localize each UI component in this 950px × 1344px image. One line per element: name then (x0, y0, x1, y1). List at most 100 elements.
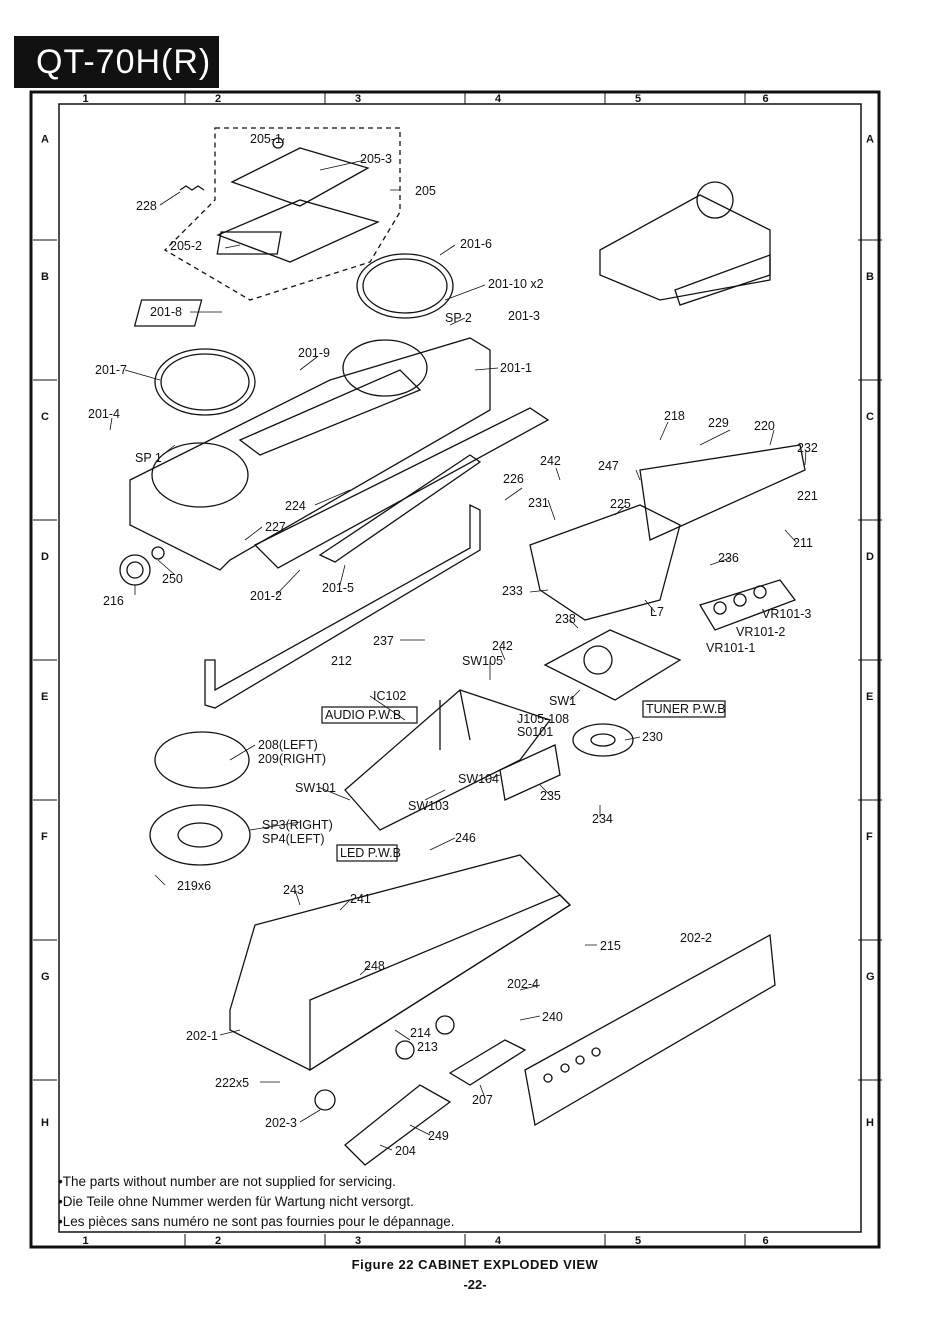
part-label-p205-3: 205-3 (360, 152, 392, 166)
board-box-led (336, 844, 398, 862)
part-label-sw105: SW105 (462, 654, 503, 668)
part-label-p201-6: 201-6 (460, 237, 492, 251)
group-205-outline (163, 127, 401, 301)
part-212-handle (204, 503, 481, 709)
part-label-p202-4: 202-4 (507, 977, 539, 991)
audio-pwb (344, 689, 552, 831)
part-213-knob (395, 1040, 415, 1060)
grid-row-F: F (866, 831, 873, 843)
part-label-vr101-2: VR101-2 (736, 625, 785, 639)
tuner-chassis (529, 504, 681, 621)
part-label-p205-1: 205-1 (250, 132, 282, 146)
part-label-p205-2: 205-2 (170, 239, 202, 253)
part-205-2-window (216, 231, 282, 255)
part-label-p201-10: 201-10 x2 (488, 277, 544, 291)
part-label-p237: 237 (373, 634, 394, 648)
note-french: Les pièces sans numéro ne sont pas fourn… (58, 1212, 455, 1232)
note-german: Die Teile ohne Nummer werden für Wartung… (58, 1192, 455, 1212)
grid-col-3: 3 (355, 93, 361, 105)
part-label-p242a: 242 (540, 454, 561, 468)
part-label-p240: 240 (542, 1010, 563, 1024)
part-label-p202-3: 202-3 (265, 1116, 297, 1130)
part-label-p219: 219x6 (177, 879, 211, 893)
part-label-p248: 248 (364, 959, 385, 973)
service-notes: The parts without number are not supplie… (58, 1172, 455, 1232)
part-201-7-ring (154, 348, 256, 416)
part-label-sw1: SW1 (549, 694, 576, 708)
part-label-p202-2: 202-2 (680, 931, 712, 945)
part-207-window (448, 1039, 527, 1086)
part-label-p242b: 242 (492, 639, 513, 653)
part-label-s0101: S0101 (517, 725, 553, 739)
vr101-block (699, 579, 797, 631)
part-label-p201-7: 201-7 (95, 363, 127, 377)
board-label-audio: AUDIO P.W.B (325, 708, 401, 722)
part-201-6-ring (356, 253, 454, 319)
part-label-p211: 211 (793, 536, 813, 550)
part-label-p229: 229 (708, 416, 729, 430)
grid-row-G: G (41, 971, 50, 983)
part-label-sp1: SP 1 (135, 451, 162, 465)
part-label-p249: 249 (428, 1129, 449, 1143)
grid-col-1: 1 (83, 1235, 89, 1247)
part-label-p207: 207 (472, 1093, 493, 1107)
grid-col-6: 6 (763, 1235, 769, 1247)
grid-col-1: 1 (83, 93, 89, 105)
board-label-led: LED P.W.B (340, 846, 401, 860)
tape-mechanism (599, 194, 771, 301)
part-label-p243: 243 (283, 883, 304, 897)
page-number: -22- (463, 1277, 487, 1292)
grid-col-2: 2 (215, 1235, 221, 1247)
part-label-p227: 227 (265, 520, 286, 534)
inner-frame (58, 103, 862, 1233)
grid-col-5: 5 (635, 1235, 641, 1247)
part-label-p241: 241 (350, 892, 371, 906)
part-201-8-plate (133, 299, 203, 327)
part-label-p204: 204 (395, 1144, 416, 1158)
part-label-p247: 247 (598, 459, 619, 473)
part-label-p246: 246 (455, 831, 476, 845)
part-216-knob (119, 554, 151, 586)
model-badge: QT-70H(R) (14, 36, 219, 88)
part-label-p235: 235 (540, 789, 561, 803)
part-label-p201-8: 201-8 (150, 305, 182, 319)
part-label-p226: 226 (503, 472, 524, 486)
part-label-p201-2: 201-2 (250, 589, 282, 603)
grid-row-B: B (866, 271, 874, 283)
part-label-ic102: IC102 (373, 689, 406, 703)
speaker-sp3-sp4 (149, 804, 251, 866)
board-label-tuner: TUNER P.W.B (646, 702, 726, 716)
part-label-p236: 236 (718, 551, 739, 565)
grid-row-A: A (41, 134, 49, 146)
part-201-1-cabinet (129, 337, 491, 571)
figure-caption: Figure 22 CABINET EXPLODED VIEW (351, 1257, 599, 1272)
part-label-l7: L7 (650, 605, 664, 619)
outer-frame (29, 90, 881, 1249)
board-box-tuner (642, 700, 726, 718)
grid-col-5: 5 (635, 93, 641, 105)
part-label-p216: 216 (103, 594, 124, 608)
part-label-sp4: SP4(LEFT) (262, 832, 325, 846)
part-label-p201-4: 201-4 (88, 407, 120, 421)
part-label-j105: J105-108 (517, 712, 569, 726)
grid-row-C: C (866, 411, 874, 423)
grid-col-2: 2 (215, 93, 221, 105)
part-label-sw101: SW101 (295, 781, 336, 795)
part-205-2-panel (216, 199, 380, 263)
grid-row-D: D (41, 551, 49, 563)
part-label-p230: 230 (642, 730, 663, 744)
part-220-frame (639, 444, 806, 541)
part-label-p250: 250 (162, 572, 183, 586)
grid-row-H: H (41, 1117, 49, 1129)
part-label-p214: 214 (410, 1026, 431, 1040)
part-label-p228: 228 (136, 199, 157, 213)
part-228-spring (179, 185, 205, 191)
grid-row-E: E (41, 691, 48, 703)
part-label-p231: 231 (528, 496, 549, 510)
part-201-2-rail (253, 407, 550, 569)
grid-row-B: B (41, 271, 49, 283)
part-202-2-panel (524, 933, 776, 1127)
parts-art (109, 127, 807, 1166)
